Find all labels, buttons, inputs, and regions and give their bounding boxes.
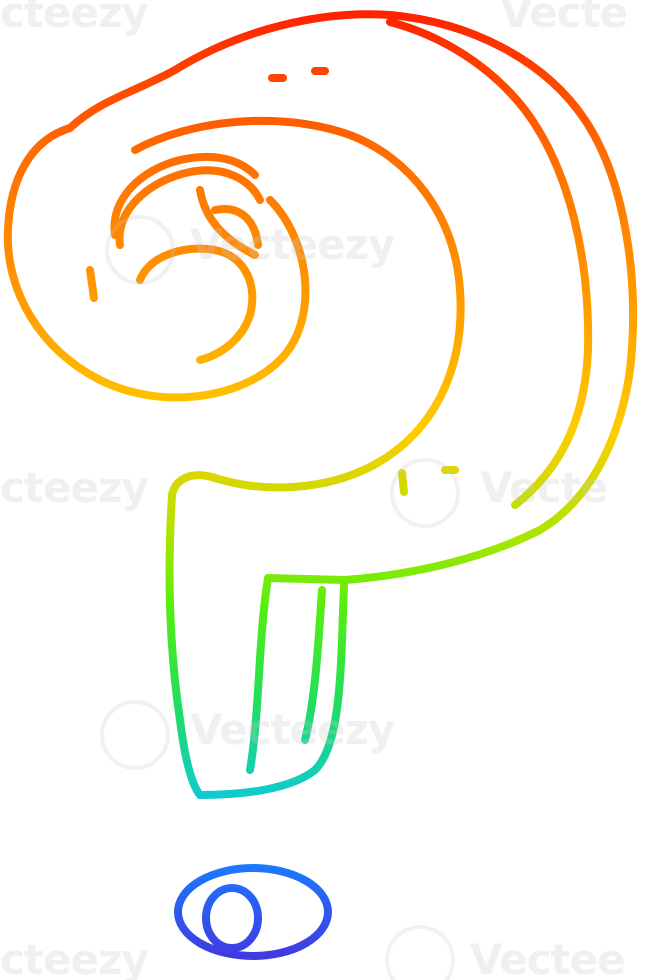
curl-swirl-mid: [136, 244, 257, 364]
neck-bottom: [196, 581, 348, 799]
curl-swirl-top: [115, 166, 264, 249]
dot-inner: [202, 884, 262, 952]
neck-inner: [246, 574, 272, 774]
curl-inner: [110, 152, 259, 239]
hook-outer-outline: [66, 10, 637, 584]
neck-left: [165, 491, 204, 799]
body-inner-curve: [131, 116, 465, 499]
curl-outer: [3, 124, 310, 402]
dash-4: [398, 469, 408, 496]
dash-3: [86, 266, 98, 302]
dot-outer: [174, 864, 332, 960]
neck-fold: [301, 586, 326, 744]
hook-inner-edge: [386, 18, 593, 509]
curl-swirl-inner: [196, 186, 259, 259]
curl-swirl-knot: [211, 205, 262, 249]
